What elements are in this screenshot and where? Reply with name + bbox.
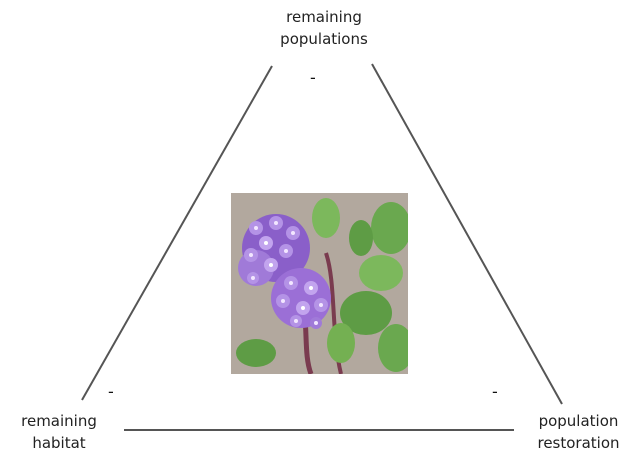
node-left-line1: remaining bbox=[0, 410, 118, 432]
sign-top: - bbox=[310, 70, 316, 86]
node-top-line2: populations bbox=[252, 28, 396, 50]
node-right-line1: population bbox=[524, 410, 633, 432]
sign-right: - bbox=[492, 384, 498, 400]
sign-left: - bbox=[108, 384, 114, 400]
node-population-restoration: population restoration bbox=[524, 410, 633, 454]
node-top-line1: remaining bbox=[252, 6, 396, 28]
node-remaining-habitat: remaining habitat bbox=[0, 410, 118, 454]
node-right-line2: restoration bbox=[524, 432, 633, 454]
flower-photo bbox=[231, 193, 408, 374]
node-remaining-populations: remaining populations bbox=[252, 6, 396, 50]
flower-photo-illustration bbox=[231, 193, 408, 374]
node-left-line2: habitat bbox=[0, 432, 118, 454]
